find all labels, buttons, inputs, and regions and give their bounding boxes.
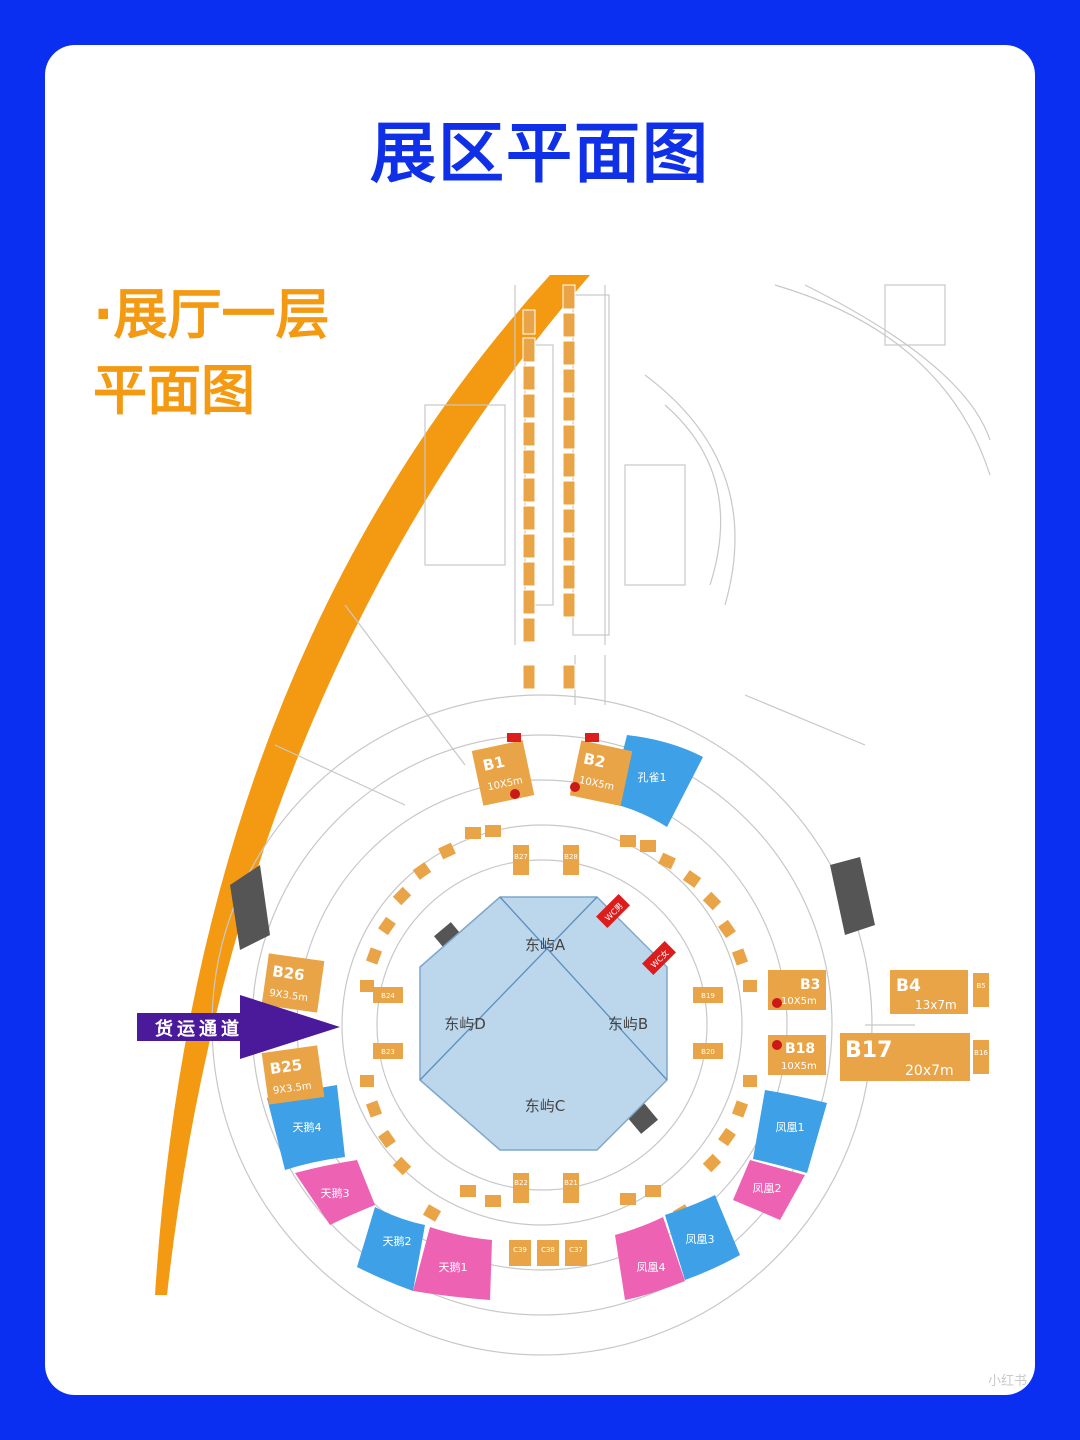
booth-B1[interactable]: B1 10X5m	[471, 740, 535, 806]
map-outlines	[165, 284, 991, 1356]
zone-fenghuang-4[interactable]: 凤凰4	[615, 1217, 685, 1300]
booth-B2[interactable]: B2 10X5m	[569, 740, 633, 807]
svg-text:B27: B27	[514, 853, 528, 861]
bullet: ·	[93, 283, 114, 346]
small-booth-B28[interactable]: B28	[563, 845, 579, 875]
svg-text:B4: B4	[896, 976, 921, 996]
svg-text:B21: B21	[564, 1179, 578, 1187]
svg-text:C39: C39	[513, 1246, 527, 1254]
svg-text:9X3.5m: 9X3.5m	[272, 1081, 312, 1097]
zone-tiane-1[interactable]: 天鹅1	[413, 1227, 492, 1300]
small-booth-C39[interactable]: C39	[509, 1240, 531, 1266]
svg-text:20x7m: 20x7m	[905, 1063, 954, 1079]
svg-text:B25: B25	[269, 1056, 304, 1078]
small-booth-B23[interactable]: B23	[373, 1043, 403, 1059]
zone-east-c: 东屿C	[525, 1097, 565, 1115]
booth-B18-dot	[772, 1040, 782, 1050]
svg-text:B16: B16	[974, 1049, 988, 1057]
svg-text:C38: C38	[541, 1246, 555, 1254]
svg-text:凤凰4: 凤凰4	[637, 1261, 666, 1274]
zone-fenghuang-1[interactable]: 凤凰1	[753, 1090, 827, 1173]
small-booth-C38[interactable]: C38	[537, 1240, 559, 1266]
floor-plan-map[interactable]: B27 B28 B24 B23 B19 B20 B22 B21	[45, 45, 1035, 1395]
svg-text:B26: B26	[271, 962, 306, 984]
svg-text:B17: B17	[845, 1038, 892, 1063]
svg-text:天鹅3: 天鹅3	[321, 1186, 350, 1200]
svg-text:天鹅4: 天鹅4	[293, 1120, 322, 1134]
svg-text:B3: B3	[800, 977, 820, 993]
cargo-passage-arrow: 货运通道	[137, 995, 340, 1059]
zone-tiane-2[interactable]: 天鹅2	[357, 1207, 425, 1291]
svg-text:B2: B2	[582, 749, 607, 771]
booth-B17[interactable]: B17 20x7m	[840, 1033, 970, 1081]
zone-east-b: 东屿B	[608, 1015, 648, 1033]
corridor-booths	[522, 284, 576, 690]
small-booth-B21[interactable]: B21	[563, 1173, 579, 1203]
booth-B25[interactable]: B25 9X3.5m	[261, 1045, 325, 1105]
small-booth-B5[interactable]: B5	[973, 973, 989, 1007]
zone-fenghuang-2[interactable]: 凤凰2	[733, 1160, 805, 1220]
escalator-east	[830, 857, 875, 935]
zone-tiane-3[interactable]: 天鹅3	[295, 1160, 375, 1225]
svg-text:C37: C37	[569, 1246, 583, 1254]
svg-text:B28: B28	[564, 853, 578, 861]
escalator-west	[230, 865, 270, 950]
svg-text:凤凰3: 凤凰3	[686, 1233, 715, 1246]
small-booth-B27[interactable]: B27	[513, 845, 529, 875]
svg-text:天鹅2: 天鹅2	[383, 1234, 412, 1248]
svg-text:凤凰1: 凤凰1	[776, 1121, 805, 1134]
svg-text:10X5m: 10X5m	[781, 1061, 817, 1072]
small-booth-B20[interactable]: B20	[693, 1043, 723, 1059]
svg-text:B1: B1	[481, 753, 506, 775]
svg-text:B5: B5	[976, 982, 985, 990]
small-booth-B24[interactable]: B24	[373, 987, 403, 1003]
svg-text:10X5m: 10X5m	[781, 996, 817, 1007]
booth-B4[interactable]: B4 13x7m	[890, 970, 968, 1014]
floor-plan-label: 平面图	[93, 359, 255, 422]
small-booth-B16[interactable]: B16	[973, 1040, 989, 1074]
svg-text:9X3.5m: 9X3.5m	[269, 988, 309, 1004]
svg-text:B23: B23	[381, 1048, 395, 1056]
svg-text:凤凰2: 凤凰2	[753, 1182, 782, 1195]
zone-kongque-1[interactable]: 孔雀1	[610, 735, 703, 827]
svg-text:B18: B18	[785, 1041, 815, 1057]
booth-B3-dot	[772, 998, 782, 1008]
booth-B2-dot	[570, 782, 580, 792]
booth-B1-marker	[507, 733, 521, 742]
floor-subtitle: ·展厅一层 平面图	[93, 277, 330, 429]
small-booth-C37[interactable]: C37	[565, 1240, 587, 1266]
zone-fenghuang-3[interactable]: 凤凰3	[665, 1195, 740, 1280]
svg-text:B20: B20	[701, 1048, 715, 1056]
poster-card: 展区平面图 ·展厅一层 平面图	[45, 45, 1035, 1395]
center-hall[interactable]	[419, 896, 668, 1151]
zone-east-d: 东屿D	[444, 1015, 486, 1033]
booth-B1-dot	[510, 789, 520, 799]
zone-tiane-4[interactable]: 天鹅4	[267, 1085, 345, 1170]
booth-B2-marker	[585, 733, 599, 742]
zone-east-a: 东屿A	[525, 936, 566, 954]
booth-B26[interactable]: B26 9X3.5m	[261, 953, 325, 1013]
small-booth-B22[interactable]: B22	[513, 1173, 529, 1203]
page-title: 展区平面图	[370, 115, 710, 192]
watermark: 小红书	[987, 1374, 1027, 1389]
svg-text:孔雀1: 孔雀1	[638, 771, 667, 784]
floor-name: 展厅一层	[113, 283, 330, 346]
svg-text:13x7m: 13x7m	[915, 998, 957, 1012]
svg-text:B24: B24	[381, 992, 395, 1000]
svg-text:天鹅1: 天鹅1	[439, 1260, 468, 1274]
small-booth-B19[interactable]: B19	[693, 987, 723, 1003]
svg-text:B19: B19	[701, 992, 715, 1000]
ring-booths	[360, 825, 757, 1222]
svg-text:B22: B22	[514, 1179, 528, 1187]
svg-text:货运通道: 货运通道	[155, 1018, 243, 1040]
